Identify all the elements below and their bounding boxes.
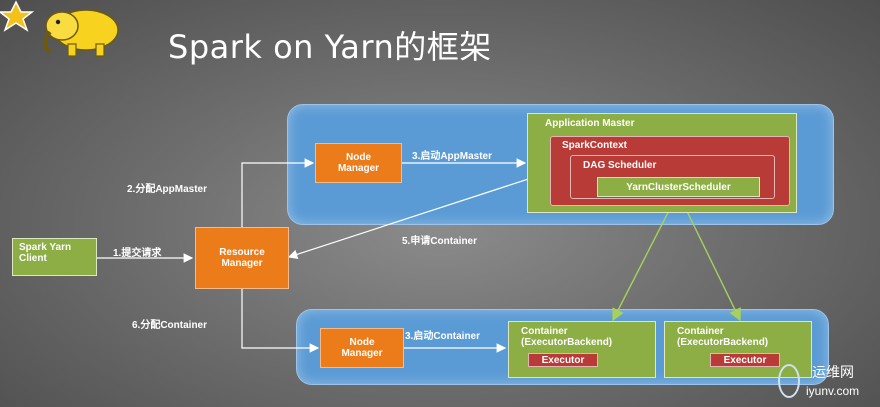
elephant-icon — [43, 9, 119, 57]
step-1-label: 1.提交请求 — [113, 248, 162, 259]
container-1-label: Container (ExecutorBackend) — [521, 326, 613, 348]
page-title: Spark on Yarn的框架 — [168, 28, 492, 66]
arrow-request-container — [287, 169, 557, 259]
step-3-top-label: 3.启动AppMaster — [412, 151, 493, 162]
arrow-allocate-appmaster — [241, 158, 315, 228]
step-6-label: 6.分配Container — [132, 320, 208, 331]
spark-yarn-client-box: Spark Yarn Client — [12, 238, 97, 276]
container-1-box: Container (ExecutorBackend) — [508, 321, 656, 378]
hadoop-elephant-logo — [0, 0, 119, 57]
watermark-line1: 运维网 — [812, 364, 854, 380]
application-master-label: Application Master — [545, 118, 635, 129]
watermark-logo-icon — [778, 364, 800, 398]
container-2-label: Container (ExecutorBackend) — [677, 326, 769, 348]
node-manager-top-label: Node Manager — [337, 152, 380, 174]
dag-scheduler-label: DAG Scheduler — [583, 160, 657, 171]
executor-2-label: Executor — [723, 355, 767, 366]
star-icon — [0, 0, 35, 32]
executor-2-box: Executor — [710, 353, 780, 367]
executor-1-label: Executor — [541, 355, 585, 366]
step-5-label: 5.申请Container — [402, 236, 478, 247]
node-manager-bottom-box: Node Manager — [320, 328, 404, 368]
executor-1-box: Executor — [528, 353, 598, 367]
resource-manager-box: Resource Manager — [195, 227, 289, 289]
yarn-cluster-scheduler-label: YarnClusterScheduler — [626, 182, 731, 193]
yarn-cluster-scheduler-box: YarnClusterScheduler — [597, 177, 760, 197]
node-manager-bottom-label: Node Manager — [341, 337, 383, 359]
step-3-bottom-label: 3.启动Container — [405, 331, 481, 342]
resource-manager-label: Resource Manager — [219, 247, 265, 269]
client-label: Spark Yarn Client — [19, 242, 72, 264]
watermark-line2: iyunv.com — [806, 384, 860, 398]
arrow-allocate-container — [241, 289, 320, 353]
node-manager-top-box: Node Manager — [315, 143, 402, 183]
arrow-schedule-container-1 — [612, 196, 677, 322]
spark-context-label: SparkContext — [562, 140, 628, 151]
step-2-label: 2.分配AppMaster — [127, 184, 208, 195]
arrow-schedule-container-2 — [679, 196, 741, 322]
